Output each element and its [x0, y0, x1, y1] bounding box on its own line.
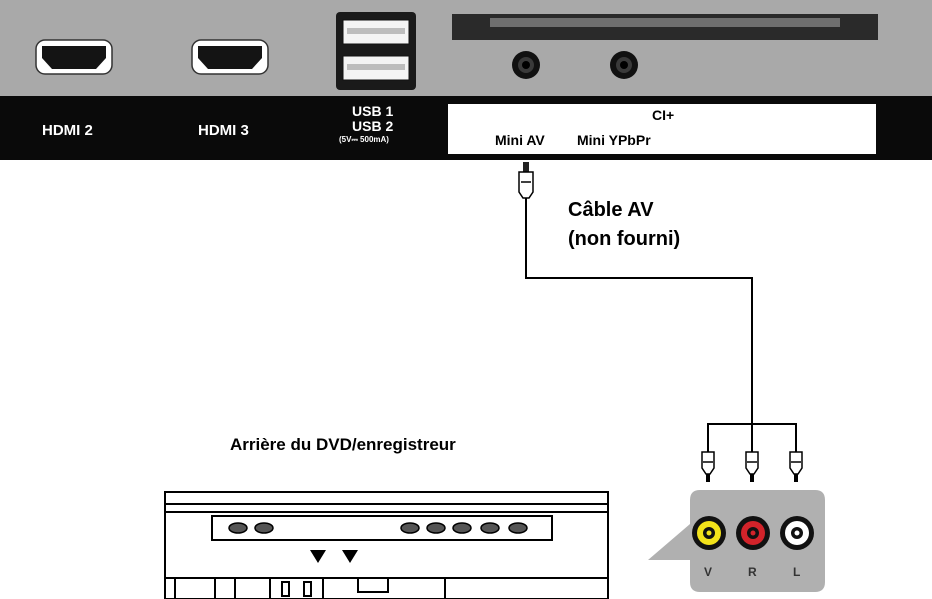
hdmi-2-label: HDMI 2	[42, 122, 93, 139]
rca-plug-video	[701, 451, 715, 482]
usb-1-label: USB 1	[352, 103, 394, 119]
usb-ports	[336, 12, 416, 90]
rca-plug-left	[789, 451, 803, 482]
cable-splitter	[707, 420, 797, 452]
hdmi-3-port	[191, 39, 269, 75]
mini-jack-plug	[518, 162, 534, 199]
ci-plus-slot	[452, 14, 878, 40]
ci-plus-label: CI+	[652, 107, 675, 123]
rca-plug-right	[745, 451, 759, 482]
rca-jack-left-white	[780, 516, 814, 550]
av-cable	[525, 198, 753, 420]
dvd-jacks	[228, 522, 528, 534]
usb-2-label: USB 2	[352, 118, 394, 134]
hdmi-3-label: HDMI 3	[198, 122, 249, 139]
rca-callout-panel	[648, 490, 825, 592]
rca-jack-video-yellow	[692, 516, 726, 550]
mini-av-label: Mini AV	[495, 132, 545, 148]
ci-label-box	[448, 104, 876, 154]
cable-label-line-1: Câble AV	[568, 199, 654, 221]
mini-av-jack	[512, 51, 540, 79]
mini-ypbpr-jack	[610, 51, 638, 79]
usb-power-label: (5V⎓ 500mA)	[339, 135, 389, 144]
rca-jack-right-red	[736, 516, 770, 550]
rca-v-label: V	[704, 565, 713, 579]
dvd-title: Arrière du DVD/enregistreur	[230, 435, 456, 454]
down-arrow-icon	[342, 550, 358, 563]
down-arrow-icon	[310, 550, 326, 563]
rca-l-label: L	[793, 565, 801, 579]
cable-label-line-2: (non fourni)	[568, 228, 681, 250]
dvd-recorder-back	[164, 491, 609, 599]
hdmi-2-port	[35, 39, 113, 75]
rca-r-label: R	[748, 565, 757, 579]
mini-ypbpr-label: Mini YPbPr	[577, 132, 651, 148]
